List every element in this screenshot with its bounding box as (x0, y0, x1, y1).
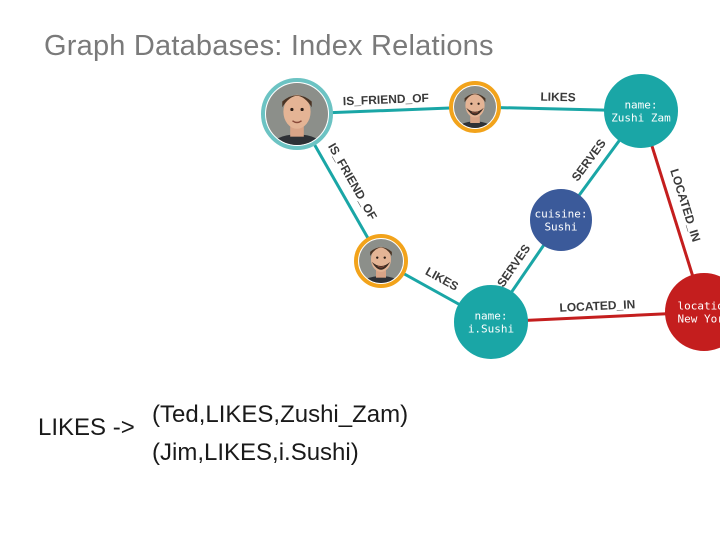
index-entry: (Jim,LIKES,i.Sushi) (152, 439, 359, 466)
node-label: location (678, 300, 720, 313)
node-friend (449, 81, 501, 133)
node-label: name: (474, 310, 507, 323)
node-cuisine: cuisine:Sushi (530, 189, 592, 251)
node-jim (354, 234, 408, 288)
edge-label: SERVES (494, 242, 533, 290)
node-circle (604, 74, 678, 148)
edge-label: LOCATED_IN (559, 297, 635, 315)
node-newyork: locationNew York (665, 273, 720, 351)
node-circle (530, 189, 592, 251)
edge-label: LIKES (540, 90, 576, 105)
node-label: i.Sushi (468, 323, 514, 336)
edge-label: SERVES (569, 136, 609, 183)
index-entry: (Ted,LIKES,Zushi_Zam) (152, 401, 409, 428)
index-entries: (Ted,LIKES,Zushi_Zam) (Jim,LIKES,i.Sushi… (152, 396, 408, 472)
index-label: LIKES -> (38, 414, 135, 441)
node-label: name: (624, 99, 657, 112)
edge-label: IS_FRIEND_OF (343, 91, 430, 108)
node-isushi: name:i.Sushi (454, 285, 528, 359)
node-circle (665, 273, 720, 351)
slide-title: Graph Databases: Index Relations (44, 30, 494, 62)
node-label: Zushi Zam (611, 112, 671, 125)
node-zushi: name:Zushi Zam (604, 74, 678, 148)
node-circle (454, 285, 528, 359)
edge-label: LOCATED_IN (667, 167, 703, 244)
node-ted (261, 78, 333, 150)
node-label: cuisine: (535, 208, 588, 221)
node-label: Sushi (544, 221, 577, 234)
node-label: New York (678, 313, 720, 326)
edge-label: LIKES (423, 264, 461, 293)
